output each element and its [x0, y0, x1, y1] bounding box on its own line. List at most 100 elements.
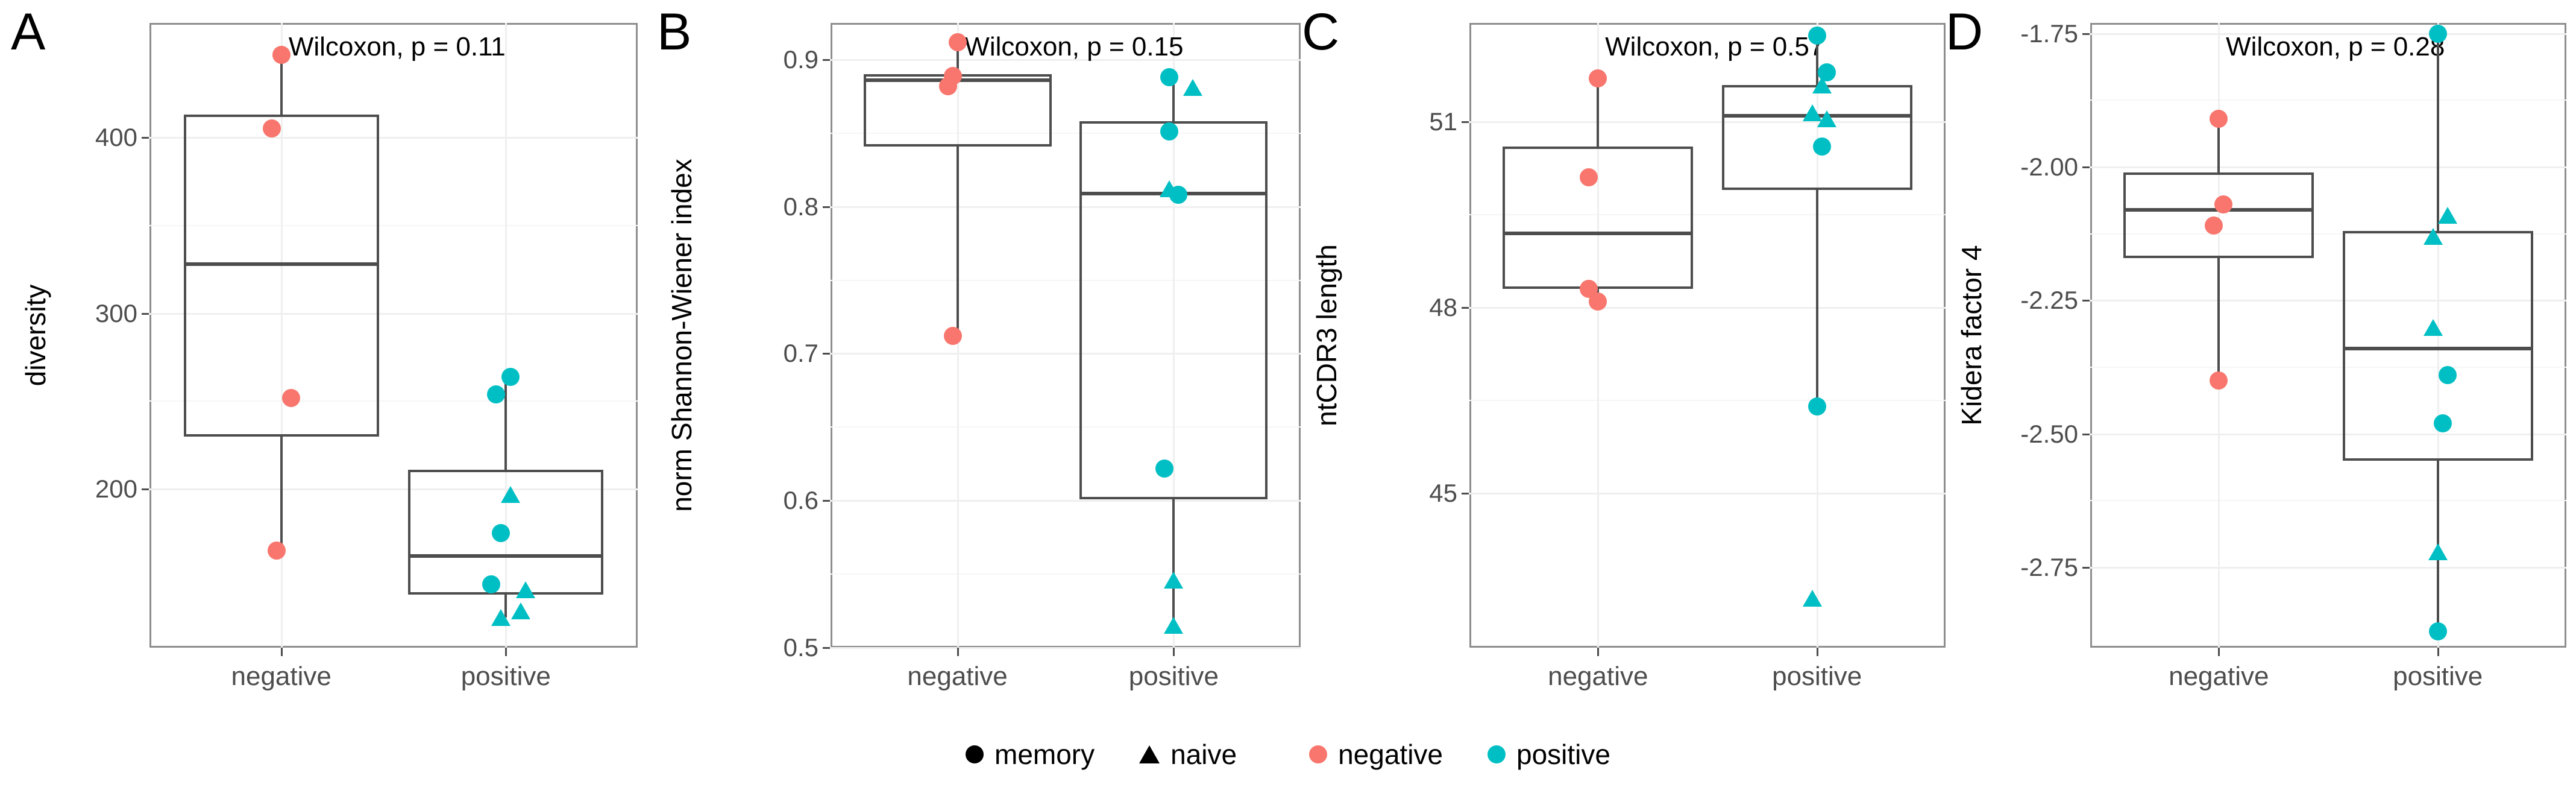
xtick-mark-D-1 [2437, 648, 2439, 656]
box-B-negative [863, 74, 1052, 147]
datapoint-A-negative-memory-3 [267, 542, 286, 560]
xtick-mark-B-0 [957, 648, 959, 656]
datapoint-B-positive-naive-11 [1164, 617, 1184, 634]
xtick-mark-A-0 [280, 648, 283, 656]
whisker-upper-A-negative [280, 54, 283, 115]
gridline-y-minor-B-3 [831, 132, 1301, 134]
plot-panel-C [1469, 23, 1946, 648]
gridline-y-minor-D-3 [2090, 500, 2566, 502]
gridline-y-minor-C-1 [1469, 213, 1946, 215]
datapoint-B-positive-memory-6 [1160, 122, 1178, 141]
datapoint-D-positive-memory-4 [2428, 24, 2447, 43]
plot-panel-D [2090, 23, 2566, 648]
datapoint-C-positive-naive-8 [1817, 110, 1836, 127]
datapoint-A-negative-memory-1 [262, 119, 281, 138]
median-C-negative [1503, 231, 1694, 235]
ytick-label-C-0: 45 [1429, 478, 1457, 507]
datapoint-C-positive-memory-4 [1808, 26, 1826, 45]
gridline-y-minor-B-1 [831, 426, 1301, 428]
ytick-mark-D-1 [2082, 166, 2090, 169]
legend-item-memory[interactable]: memory [966, 741, 1095, 768]
box-D-negative [2123, 172, 2314, 258]
ytick-label-D-2: -2.25 [2020, 286, 2078, 315]
box-B-positive [1079, 121, 1268, 499]
box-A-negative [183, 114, 379, 437]
xtick-label-C-1: positive [1772, 662, 1862, 691]
ytick-mark-C-0 [1462, 492, 1469, 494]
datapoint-D-positive-naive-5 [2437, 206, 2457, 224]
datapoint-B-negative-memory-2 [939, 77, 957, 95]
datapoint-A-positive-naive-9 [515, 581, 535, 598]
xtick-label-C-0: negative [1548, 662, 1648, 691]
ytick-label-D-3: -2.50 [2020, 419, 2078, 448]
gridline-y-B-3 [831, 206, 1301, 208]
pvalue-annotation-D: Wilcoxon, p = 0.28 [2226, 32, 2445, 62]
xtick-mark-C-1 [1816, 648, 1818, 656]
ytick-label-B-1: 0.6 [783, 486, 818, 515]
xtick-mark-C-0 [1597, 648, 1600, 656]
circle-marker-icon [1487, 745, 1506, 763]
ytick-label-A-2: 400 [95, 122, 137, 151]
gridline-x-B-1 [1173, 23, 1175, 648]
ytick-mark-B-0 [823, 647, 830, 649]
median-D-positive [2342, 347, 2533, 351]
legend-item-positive[interactable]: positive [1487, 741, 1610, 768]
gridline-y-C-1 [1469, 306, 1946, 309]
ytick-mark-A-1 [142, 312, 149, 315]
gridline-y-B-1 [831, 500, 1301, 502]
datapoint-D-positive-memory-8 [2438, 366, 2457, 385]
panel-letter-C: C [1302, 3, 1340, 61]
datapoint-A-positive-memory-5 [487, 385, 506, 403]
ytick-mark-D-3 [2082, 433, 2090, 435]
whisker-upper-D-negative [2217, 119, 2220, 172]
gridline-y-minor-A-0 [149, 400, 638, 402]
ytick-label-B-4: 0.9 [783, 45, 818, 74]
datapoint-A-positive-naive-11 [491, 609, 511, 627]
ytick-mark-B-2 [823, 353, 830, 355]
ytick-mark-B-1 [823, 500, 830, 502]
gridline-x-A-0 [280, 23, 283, 648]
gridline-y-B-4 [831, 58, 1301, 61]
ytick-mark-A-0 [142, 488, 149, 491]
gridline-y-D-3 [2090, 433, 2566, 435]
ytick-label-D-4: -2.75 [2020, 553, 2078, 582]
gridline-y-minor-D-2 [2090, 367, 2566, 368]
ytick-mark-D-0 [2082, 33, 2090, 35]
datapoint-B-positive-memory-8 [1169, 186, 1188, 204]
pvalue-annotation-C: Wilcoxon, p = 0.57 [1605, 32, 1824, 62]
gridline-y-C-2 [1469, 121, 1946, 124]
gridline-x-A-1 [505, 23, 507, 648]
xtick-label-D-0: negative [2169, 662, 2269, 691]
gridline-y-minor-D-0 [2090, 100, 2566, 101]
median-A-positive [408, 554, 604, 558]
legend-label-positive: positive [1516, 739, 1610, 770]
datapoint-D-positive-naive-6 [2423, 228, 2443, 245]
legend-item-naive[interactable]: naive [1139, 741, 1237, 768]
gridline-x-C-0 [1597, 23, 1600, 648]
ytick-label-D-1: -2.00 [2020, 153, 2078, 182]
pvalue-annotation-B: Wilcoxon, p = 0.15 [964, 32, 1184, 62]
axis-title-y-A: diversity [20, 284, 51, 387]
panel-letter-A: A [11, 3, 46, 61]
ytick-label-A-0: 200 [95, 475, 137, 504]
box-C-negative [1503, 147, 1694, 289]
legend-label-memory: memory [994, 739, 1095, 770]
panel-letter-B: B [657, 3, 692, 61]
legend-item-negative[interactable]: negative [1309, 741, 1443, 768]
ytick-label-B-0: 0.5 [783, 633, 818, 662]
ytick-mark-C-2 [1462, 121, 1469, 124]
datapoint-D-positive-memory-9 [2433, 414, 2452, 433]
datapoint-A-positive-naive-6 [501, 486, 521, 504]
whisker-upper-B-positive [1172, 77, 1175, 122]
whisker-upper-B-negative [956, 42, 959, 75]
whisker-upper-C-positive [1815, 35, 1818, 85]
datapoint-B-positive-memory-9 [1155, 459, 1173, 478]
gridline-y-minor-B-2 [831, 279, 1301, 281]
axis-title-y-B: norm Shannon-Wiener index [666, 159, 697, 512]
gridline-y-D-1 [2090, 166, 2566, 169]
ytick-label-B-3: 0.8 [783, 192, 818, 221]
datapoint-D-negative-memory-0 [2210, 110, 2228, 128]
plot-panel-A [149, 23, 638, 648]
xtick-label-B-1: positive [1128, 662, 1219, 691]
